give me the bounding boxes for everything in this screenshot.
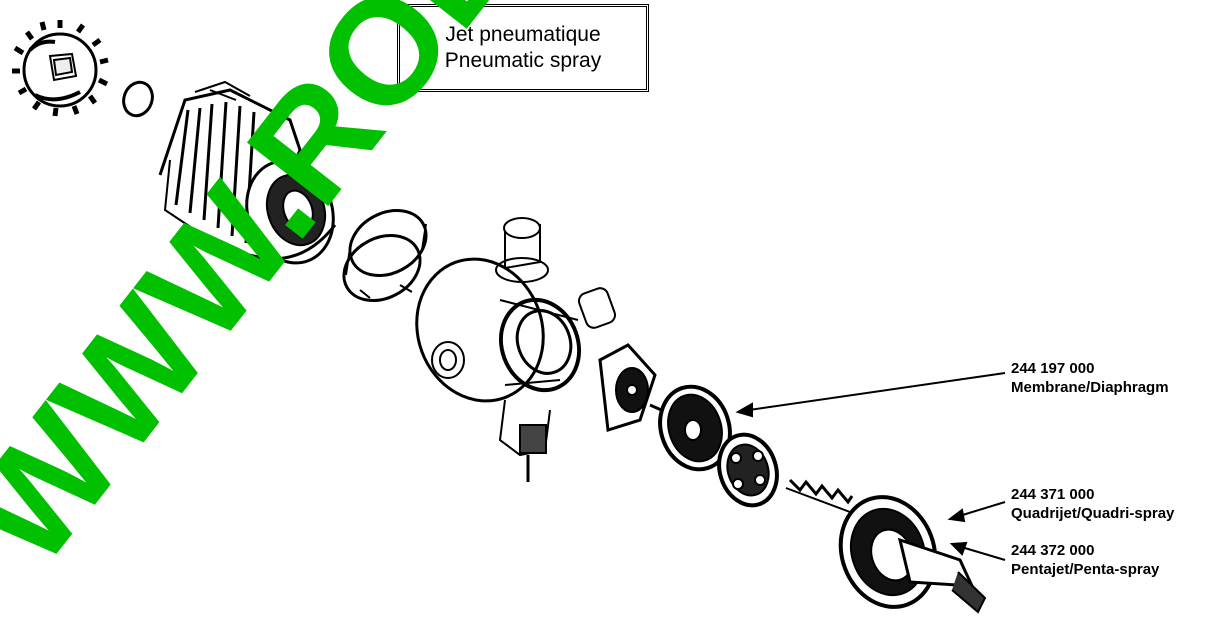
callout-quadri-spray: 244 371 000 Quadrijet/Quadri-spray: [1011, 485, 1174, 523]
part-description: Membrane/Diaphragm: [1011, 379, 1169, 396]
valve-body-part: [415, 217, 616, 482]
spring-part: [785, 478, 854, 513]
impeller-housing-part: [158, 80, 337, 265]
check-valve-part: [598, 343, 669, 432]
diaphragm-part: [658, 384, 732, 472]
title-line-french: Jet pneumatique: [445, 23, 601, 46]
part-number: 244 197 000: [1011, 360, 1095, 377]
part-description: Quadrijet/Quadri-spray: [1011, 505, 1175, 522]
part-number: 244 371 000: [1011, 486, 1095, 503]
o-ring-part: [122, 80, 154, 118]
spray-disc-part: [717, 432, 779, 508]
title-line-english: Pneumatic spray: [444, 49, 602, 72]
callout-penta-spray: 244 372 000 Pentajet/Penta-spray: [1011, 541, 1159, 579]
gear-part: [12, 20, 109, 117]
part-description: Pentajet/Penta-spray: [1011, 561, 1160, 578]
nozzle-head-part: [838, 495, 987, 614]
callout-diaphragm: 244 197 000 Membrane/Diaphragm: [1011, 359, 1169, 397]
part-number: 244 372 000: [1011, 542, 1095, 559]
leader-arrows: [735, 372, 1006, 561]
collar-ring-part: [342, 209, 428, 302]
title-box: Jet pneumatique Pneumatic spray: [397, 4, 649, 92]
